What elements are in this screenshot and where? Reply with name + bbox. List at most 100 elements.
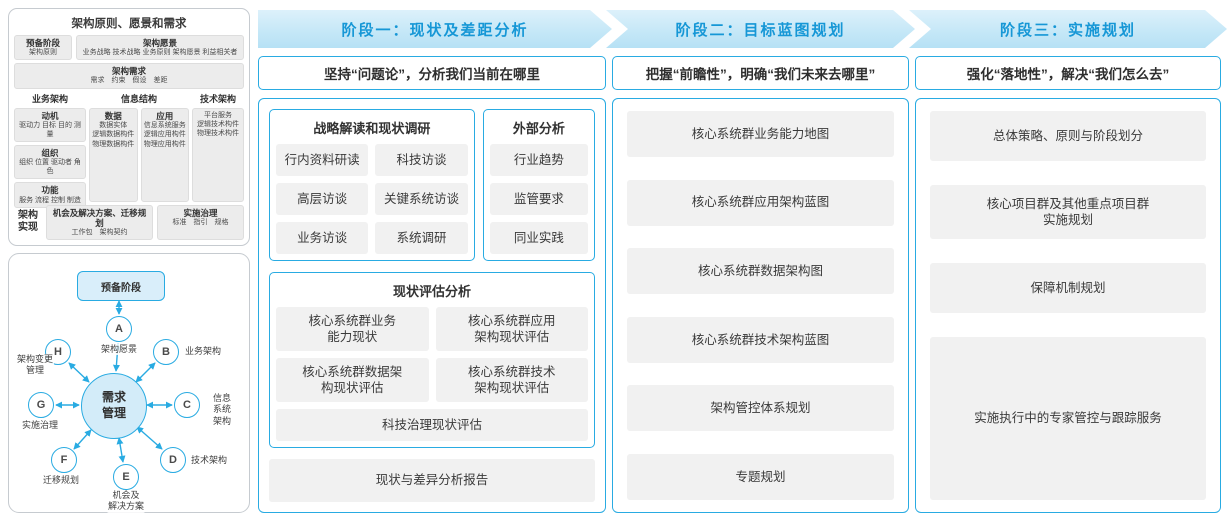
technology-architecture-title: 技术架构 bbox=[199, 93, 236, 104]
phase-2-header: 阶段二：目标蓝图规划 bbox=[606, 10, 915, 48]
external-analysis-title: 外部分析 bbox=[512, 121, 565, 136]
function-title: 功能 bbox=[41, 185, 59, 196]
phase-2-item: 架构管控体系规划 bbox=[627, 385, 894, 432]
phase-2-subtitle: 把握“前瞻性”，明确“我们未来去哪里” bbox=[612, 56, 909, 90]
assessment-item: 核心系统群数据架 构现状评估 bbox=[276, 358, 429, 402]
vision-title: 架构愿景 bbox=[142, 38, 177, 48]
prep-phase-item: 架构原则 bbox=[29, 49, 57, 57]
adm-node-e: E bbox=[113, 464, 139, 490]
adm-node-g: G bbox=[28, 392, 54, 418]
organization-title: 组织 bbox=[41, 147, 59, 158]
implementation-governance-title: 实施治理 bbox=[183, 207, 218, 218]
phase-2-item: 核心系统群应用架构蓝图 bbox=[627, 179, 894, 226]
application-box: 应用 信息系统服务 逻辑应用构件 物理应用构件 bbox=[140, 107, 189, 202]
research-item: 行内资料研读 bbox=[276, 144, 369, 176]
implementation-label: 架构实现 bbox=[18, 210, 38, 234]
data-title: 数据 bbox=[104, 110, 122, 121]
implementation-governance-items: 标准 指引 规格 bbox=[172, 218, 229, 226]
adm-node-d: D bbox=[160, 447, 186, 473]
phase-3-item: 总体策略、原则与阶段划分 bbox=[930, 111, 1206, 161]
implementation-governance-box: 实施治理 标准 指引 规格 bbox=[157, 204, 244, 240]
adm-node-a: A bbox=[106, 316, 132, 342]
research-item: 科技访谈 bbox=[375, 144, 468, 176]
phase-1-header: 阶段一：现状及差距分析 bbox=[258, 10, 612, 48]
data-item: 物理数据构件 bbox=[92, 140, 135, 148]
assessment-group-title: 现状评估分析 bbox=[392, 284, 471, 299]
research-group: 战略解读和现状调研 行内资料研读 科技访谈 高层访谈 关键系统访谈 业务访谈 系… bbox=[269, 109, 475, 261]
technology-item: 物理技术构件 bbox=[197, 130, 239, 138]
adm-requirements-management: 需求 管理 bbox=[81, 373, 147, 439]
phase-1-report-item: 现状与差异分析报告 bbox=[269, 459, 595, 502]
phase-3-item: 保障机制规划 bbox=[930, 263, 1206, 313]
phase-2-item: 专题规划 bbox=[627, 453, 894, 500]
external-analysis-group: 外部分析 行业趋势 监管要求 同业实践 bbox=[482, 109, 595, 261]
framework-title: 架构原则、愿景和需求 bbox=[71, 18, 187, 30]
organization-items: 组织 位置 驱动者 角色 bbox=[19, 159, 81, 176]
research-item: 关键系统访谈 bbox=[375, 183, 468, 215]
technology-item: 平台服务 bbox=[204, 111, 232, 119]
prep-phase-box: 预备阶段 架构原则 bbox=[14, 35, 72, 61]
motivation-title: 动机 bbox=[41, 110, 59, 121]
phase-3-body: 总体策略、原则与阶段划分 核心项目群及其他重点项目群 实施规划 保障机制规划 实… bbox=[915, 98, 1221, 513]
adm-node-c: C bbox=[174, 392, 200, 418]
phase-1-column: 阶段一：现状及差距分析 坚持“问题论”，分析我们当前在哪里 战略解读和现状调研 … bbox=[258, 10, 606, 513]
data-item: 数据实体 bbox=[99, 121, 128, 129]
adm-node-b-label: 业务架构 bbox=[183, 346, 223, 358]
assessment-item: 核心系统群技术 架构现状评估 bbox=[435, 358, 588, 402]
adm-node-c-label: 信息系统 架构 bbox=[208, 393, 236, 427]
phase-2-item: 核心系统群业务能力地图 bbox=[627, 111, 894, 157]
adm-node-b: B bbox=[153, 339, 179, 365]
adm-node-d-label: 技术架构 bbox=[189, 455, 229, 467]
information-architecture-title: 信息结构 bbox=[120, 93, 157, 104]
research-item: 系统调研 bbox=[375, 222, 468, 254]
requirements-items: 需求 约束 假设 差距 bbox=[90, 77, 168, 85]
technology-architecture-column: 技术架构 平台服务 逻辑技术构件 物理技术构件 bbox=[192, 92, 244, 202]
assessment-item: 核心系统群业务 能力现状 bbox=[276, 307, 429, 351]
phase-3-column: 阶段三：实施规划 强化“落地性”，解决“我们怎么去” 总体策略、原则与阶段划分 … bbox=[915, 10, 1221, 513]
application-item: 逻辑应用构件 bbox=[143, 131, 186, 139]
adm-node-a-label: 架构愿景 bbox=[99, 344, 139, 356]
left-overview-panel: 架构原则、愿景和需求 预备阶段 架构原则 架构愿景 业务战略 技术战略 业务原则… bbox=[8, 8, 250, 513]
architecture-requirements-box: 架构需求 需求 约束 假设 差距 bbox=[14, 63, 244, 89]
architecture-vision-box: 架构愿景 业务战略 技术战略 业务原则 架构愿景 利益相关者 bbox=[76, 35, 244, 61]
adm-connector-lines bbox=[55, 300, 173, 463]
technology-item: 逻辑技术构件 bbox=[197, 121, 239, 128]
research-item: 高层访谈 bbox=[276, 183, 369, 215]
adm-node-e-label: 机会及 解决方案 bbox=[106, 490, 146, 513]
external-item: 同业实践 bbox=[489, 222, 588, 254]
function-box: 功能 服务 流程 控制 制造 bbox=[14, 182, 86, 208]
adm-node-f: F bbox=[51, 447, 77, 473]
adm-cycle-panel: 预备阶段 需求 管理 A 架构愿景 B 业务架构 C 信息系统 架构 D 技术架… bbox=[8, 253, 250, 513]
phase-2-item: 核心系统群数据架构图 bbox=[627, 248, 894, 295]
external-item: 行业趋势 bbox=[489, 144, 588, 176]
motivation-box: 动机 驱动力 目标 目的 测量 bbox=[14, 107, 86, 142]
assessment-item: 科技治理现状评估 bbox=[276, 409, 588, 441]
technology-box: 平台服务 逻辑技术构件 物理技术构件 bbox=[192, 107, 244, 202]
phase-2-body: 核心系统群业务能力地图 核心系统群应用架构蓝图 核心系统群数据架构图 核心系统群… bbox=[612, 98, 909, 513]
phase-2-column: 阶段二：目标蓝图规划 把握“前瞻性”，明确“我们未来去哪里” 核心系统群业务能力… bbox=[612, 10, 909, 513]
function-items: 服务 流程 控制 制造 bbox=[19, 196, 81, 204]
business-architecture-column: 业务架构 动机 驱动力 目标 目的 测量 组织 组织 位置 驱动者 角色 功能 … bbox=[14, 92, 86, 208]
vision-items: 业务战略 技术战略 业务原则 架构愿景 利益相关者 bbox=[82, 49, 238, 57]
external-item: 监管要求 bbox=[489, 183, 588, 215]
application-item: 物理应用构件 bbox=[143, 140, 186, 148]
application-item: 信息系统服务 bbox=[143, 121, 186, 129]
adm-node-f-label: 迁移规划 bbox=[41, 475, 81, 487]
information-architecture-column: 信息结构 数据 数据实体 逻辑数据构件 物理数据构件 应用 信息系统服务 逻辑应… bbox=[89, 92, 189, 202]
application-title: 应用 bbox=[156, 110, 174, 121]
assessment-group: 现状评估分析 核心系统群业务 能力现状 核心系统群应用 架构现状评估 核心系统群… bbox=[269, 272, 595, 448]
phase-1-subtitle: 坚持“问题论”，分析我们当前在哪里 bbox=[258, 56, 606, 90]
phase-3-item: 核心项目群及其他重点项目群 实施规划 bbox=[930, 185, 1206, 239]
requirements-title: 架构需求 bbox=[111, 66, 146, 77]
adm-prep-phase: 预备阶段 bbox=[77, 271, 165, 301]
architecture-framework-panel: 架构原则、愿景和需求 预备阶段 架构原则 架构愿景 业务战略 技术战略 业务原则… bbox=[8, 8, 250, 246]
assessment-item: 核心系统群应用 架构现状评估 bbox=[435, 307, 588, 351]
opportunities-migration-title: 机会及解决方案、迁移规划 bbox=[52, 207, 147, 228]
data-box: 数据 数据实体 逻辑数据构件 物理数据构件 bbox=[89, 107, 138, 202]
adm-node-g-label: 实施治理 bbox=[20, 420, 60, 432]
phase-1-body: 战略解读和现状调研 行内资料研读 科技访谈 高层访谈 关键系统访谈 业务访谈 系… bbox=[258, 98, 606, 513]
opportunities-migration-box: 机会及解决方案、迁移规划 工作包 架构契约 bbox=[46, 204, 154, 240]
phase-2-item: 核心系统群技术架构蓝图 bbox=[627, 316, 894, 363]
research-group-title: 战略解读和现状调研 bbox=[313, 121, 431, 136]
motivation-items: 驱动力 目标 目的 测量 bbox=[19, 121, 81, 138]
